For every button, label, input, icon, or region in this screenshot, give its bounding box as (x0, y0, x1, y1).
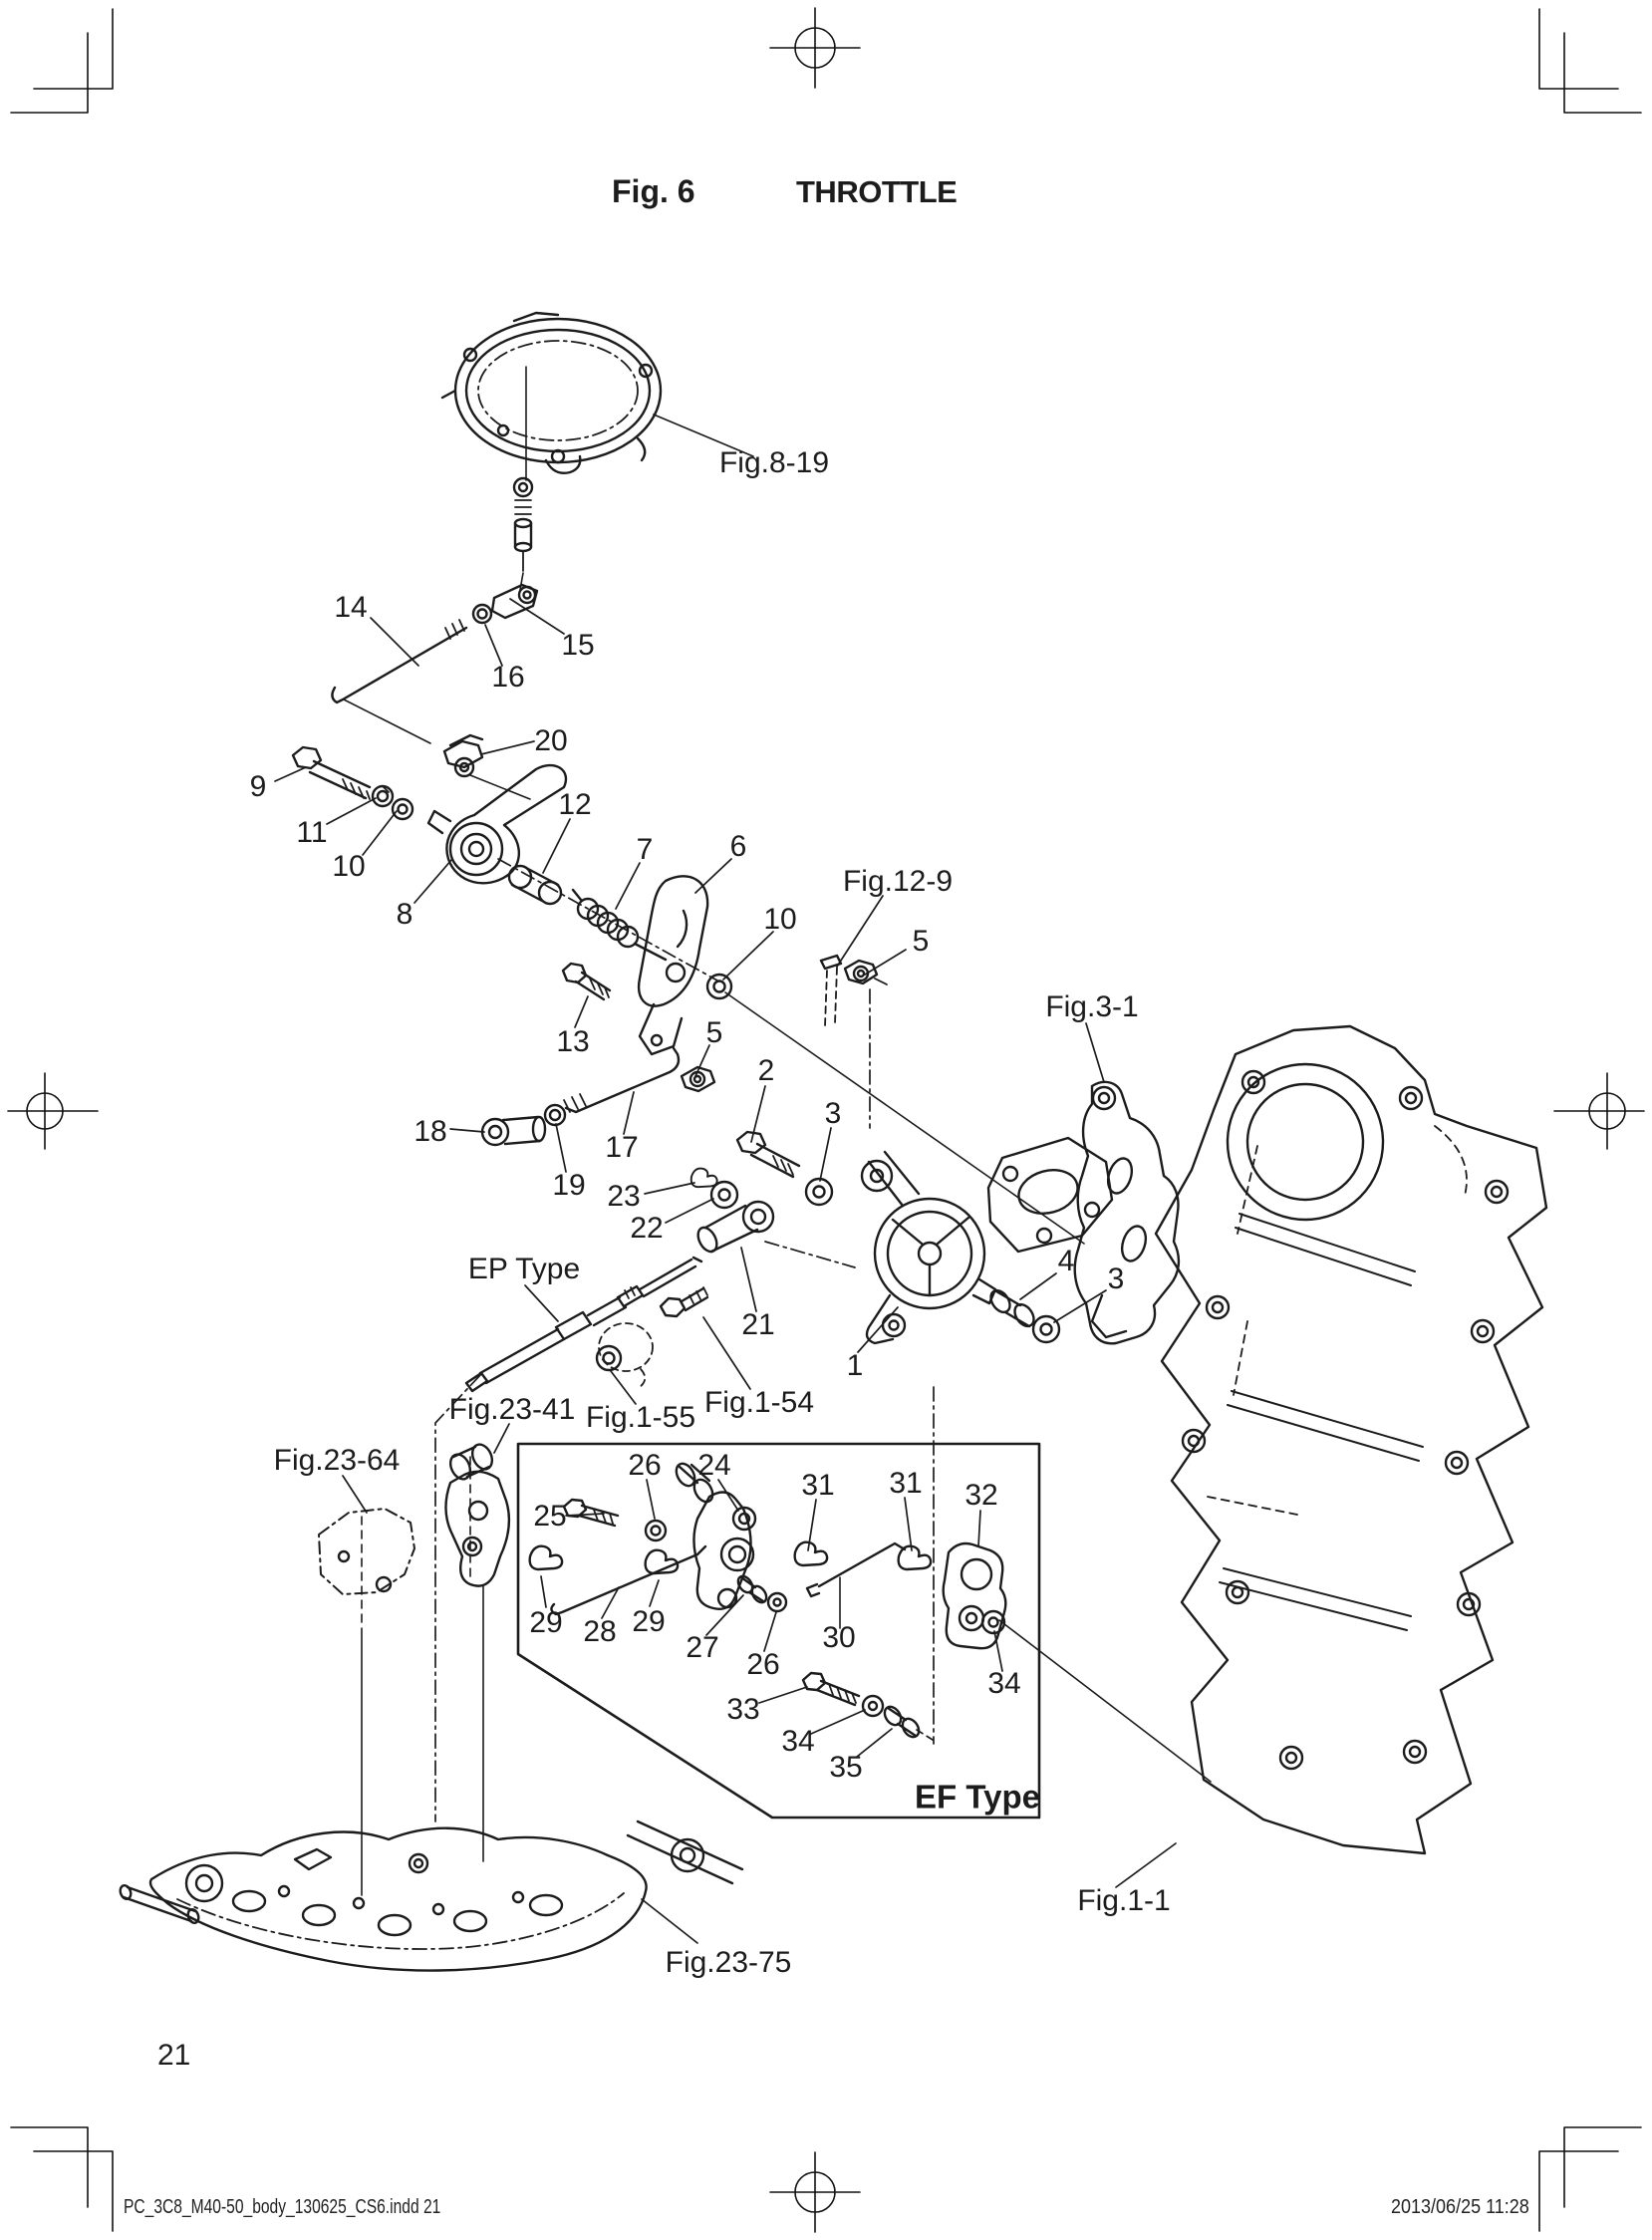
registration-marks (7, 7, 1645, 2233)
callout-28: 28 (583, 1615, 617, 1648)
throttle-rod-art (331, 583, 539, 800)
callout-34a: 34 (781, 1725, 815, 1758)
figure-ref-1-54: Fig.1-54 (703, 1386, 815, 1419)
figure-ref-23-64: Fig.23-64 (273, 1444, 401, 1477)
callout-35: 35 (829, 1751, 863, 1784)
page-number: 21 (157, 2039, 191, 2072)
callout-10a: 10 (332, 850, 366, 883)
callout-32: 32 (964, 1479, 998, 1512)
ef-type-label: EF Type (915, 1778, 1040, 1816)
linkage-lower-art (480, 1046, 856, 1268)
callout-19: 19 (552, 1169, 586, 1202)
bottom-pan-art (119, 1820, 744, 1972)
callout-20: 20 (534, 724, 568, 757)
callout-21: 21 (741, 1308, 775, 1341)
callout-27: 27 (686, 1631, 719, 1664)
callout-24: 24 (697, 1449, 731, 1482)
callout-26b: 26 (746, 1648, 780, 1681)
footer-filename: PC_3C8_M40-50_body_130625_CS6.indd 21 (124, 2196, 441, 2218)
callout-3b: 3 (1107, 1262, 1125, 1295)
figure-ref-8-19: Fig.8-19 (718, 446, 830, 479)
callout-15: 15 (561, 629, 595, 662)
leader-lines (274, 414, 1177, 1944)
small-fasteners-art (561, 954, 1085, 1245)
gasket-plate-art (986, 1136, 1114, 1254)
ep-type-label: EP Type (467, 1253, 581, 1285)
figure-ref-23-41: Fig.23-41 (448, 1393, 576, 1426)
callout-18: 18 (413, 1115, 447, 1148)
figure-ref-12-9: Fig.12-9 (842, 865, 954, 898)
callout-26a: 26 (628, 1449, 662, 1482)
ep-cable-art (434, 1256, 935, 1822)
callout-17: 17 (605, 1131, 639, 1164)
callout-25: 25 (533, 1500, 567, 1533)
callout-4: 4 (1057, 1245, 1075, 1277)
engine-block-art (1154, 1024, 1548, 1855)
callout-14: 14 (334, 591, 368, 624)
callout-33: 33 (726, 1693, 760, 1726)
bracket-fig23-64-art (318, 1508, 415, 1896)
callout-29a: 29 (529, 1606, 563, 1639)
callout-23: 23 (607, 1180, 641, 1213)
figure-ref-1-55: Fig.1-55 (585, 1401, 696, 1434)
cam-assembly-art (860, 1150, 1061, 1345)
callout-10b: 10 (763, 903, 797, 936)
callout-7: 7 (636, 833, 654, 866)
callout-22: 22 (630, 1212, 664, 1245)
figure-ref-3-1: Fig.3-1 (1045, 990, 1139, 1023)
callout-5b: 5 (705, 1016, 723, 1049)
callout-1: 1 (846, 1349, 864, 1382)
gasket-ring-art (440, 311, 663, 591)
callout-16: 16 (491, 661, 525, 694)
fig1-55-54-art (595, 1286, 709, 1388)
page-title-fig: Fig. 6 (612, 173, 695, 209)
ef-type-box (516, 1442, 1041, 1820)
callout-29b: 29 (632, 1605, 666, 1638)
callout-3a: 3 (824, 1097, 842, 1130)
page-title: THROTTLE (796, 174, 958, 209)
figure-ref-1-1: Fig.1-1 (1077, 1884, 1171, 1917)
bracket-fig23-41-art (444, 1443, 511, 1862)
callout-11: 11 (296, 816, 328, 849)
callout-31b: 31 (889, 1467, 923, 1500)
bracket-fig3-1-art (1073, 1080, 1181, 1345)
callout-13: 13 (556, 1025, 590, 1058)
callout-2: 2 (757, 1054, 775, 1087)
lever-assembly-art (291, 745, 733, 1056)
callout-8: 8 (396, 898, 413, 931)
callout-5a: 5 (912, 925, 930, 958)
callout-12: 12 (558, 788, 592, 821)
footer-datetime: 2013/06/25 11:28 (1391, 2196, 1529, 2218)
callout-31a: 31 (801, 1469, 835, 1502)
callout-34b: 34 (987, 1667, 1021, 1700)
callout-9: 9 (249, 770, 267, 803)
callout-30: 30 (822, 1621, 856, 1654)
callout-6: 6 (729, 830, 747, 863)
figure-ref-23-75: Fig.23-75 (665, 1946, 792, 1979)
